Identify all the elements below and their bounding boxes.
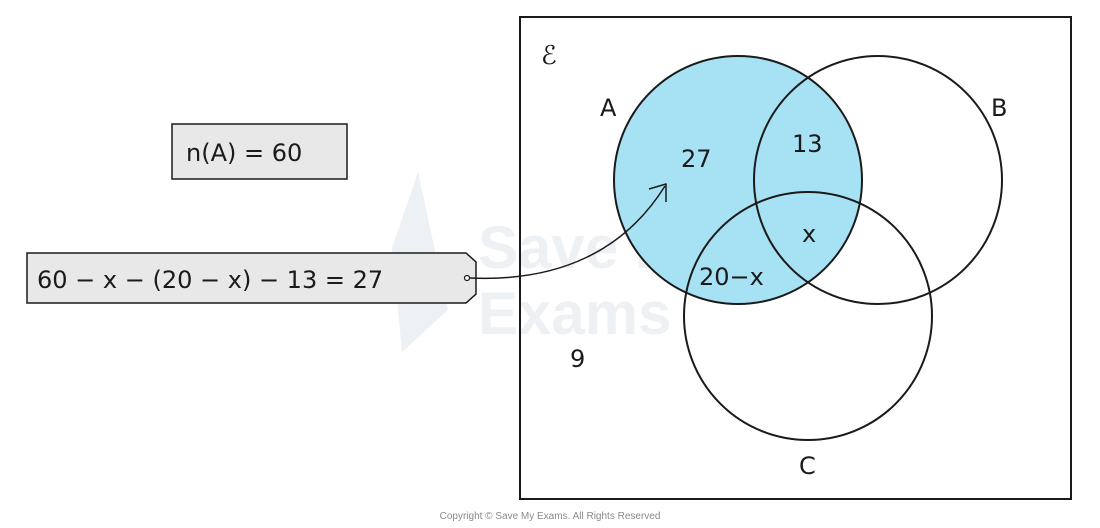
n-a-callout: n(A) = 60	[171, 123, 348, 180]
n-a-text: n(A) = 60	[186, 139, 302, 167]
equation-callout: 60 − x − (20 − x) − 13 = 27	[26, 252, 477, 304]
pointer-arrow	[469, 185, 666, 280]
set-b-circle	[753, 55, 1003, 305]
set-a-circle	[613, 55, 863, 305]
region-a-and-b-only: 13	[792, 130, 823, 158]
region-outside: 9	[570, 345, 585, 373]
universal-set-symbol: ℰ	[541, 41, 557, 71]
region-a-b-c: x	[802, 220, 816, 248]
equation-text: 60 − x − (20 − x) − 13 = 27	[37, 266, 383, 294]
set-a-label: A	[600, 94, 617, 122]
region-a-and-c-only: 20−x	[699, 263, 764, 291]
set-a-fill	[614, 56, 862, 304]
pointer-arrowhead	[648, 183, 667, 202]
watermark-line2: Exams	[478, 280, 671, 347]
region-a-only: 27	[681, 145, 712, 173]
universal-set-box	[519, 16, 1072, 500]
set-c-circle	[683, 191, 933, 441]
set-b-label: B	[991, 94, 1007, 122]
set-c-label: C	[799, 452, 816, 480]
equation-tag-shape	[26, 252, 477, 304]
tag-hole	[463, 274, 471, 282]
copyright-notice: Copyright © Save My Exams. All Rights Re…	[439, 511, 661, 522]
n-a-box	[171, 123, 348, 180]
